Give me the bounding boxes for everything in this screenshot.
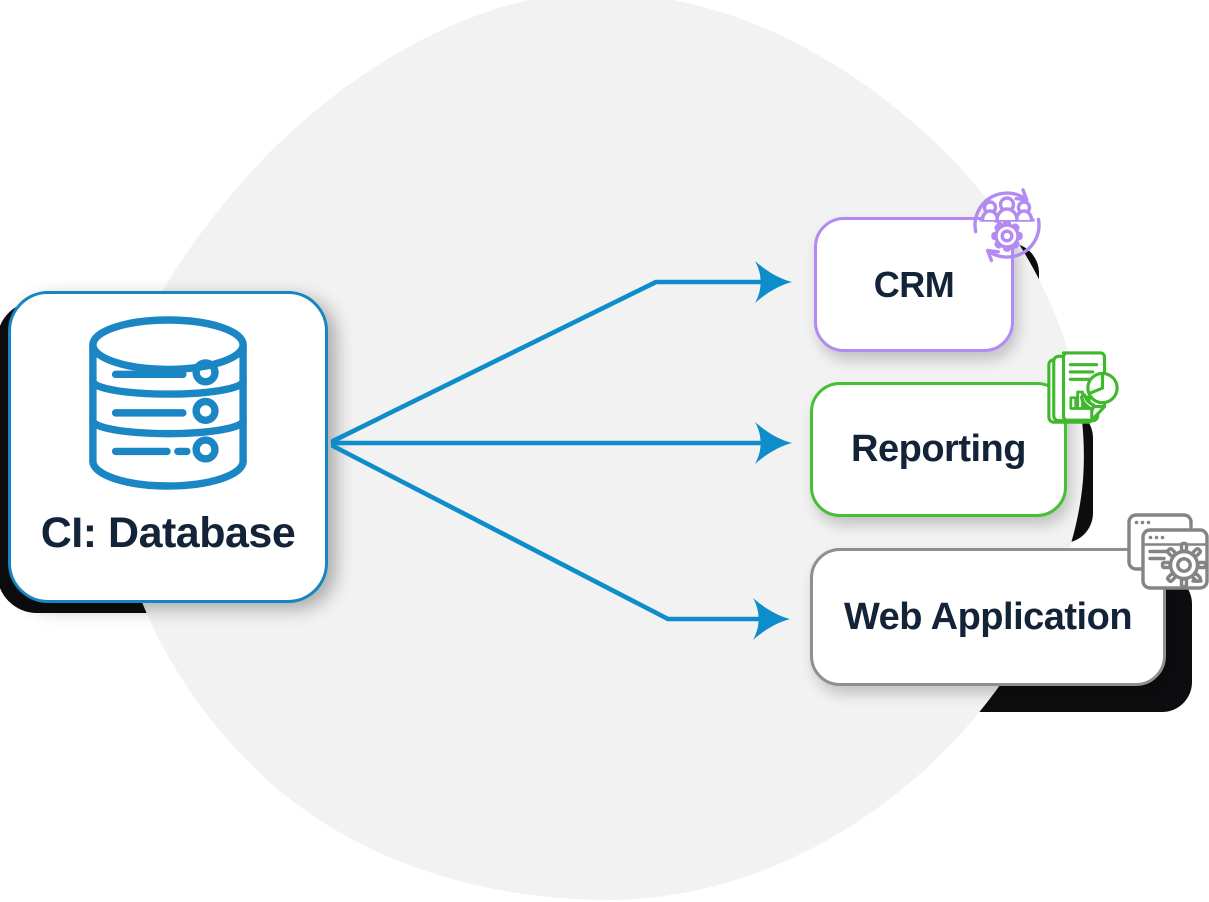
background-blob <box>112 0 1084 901</box>
